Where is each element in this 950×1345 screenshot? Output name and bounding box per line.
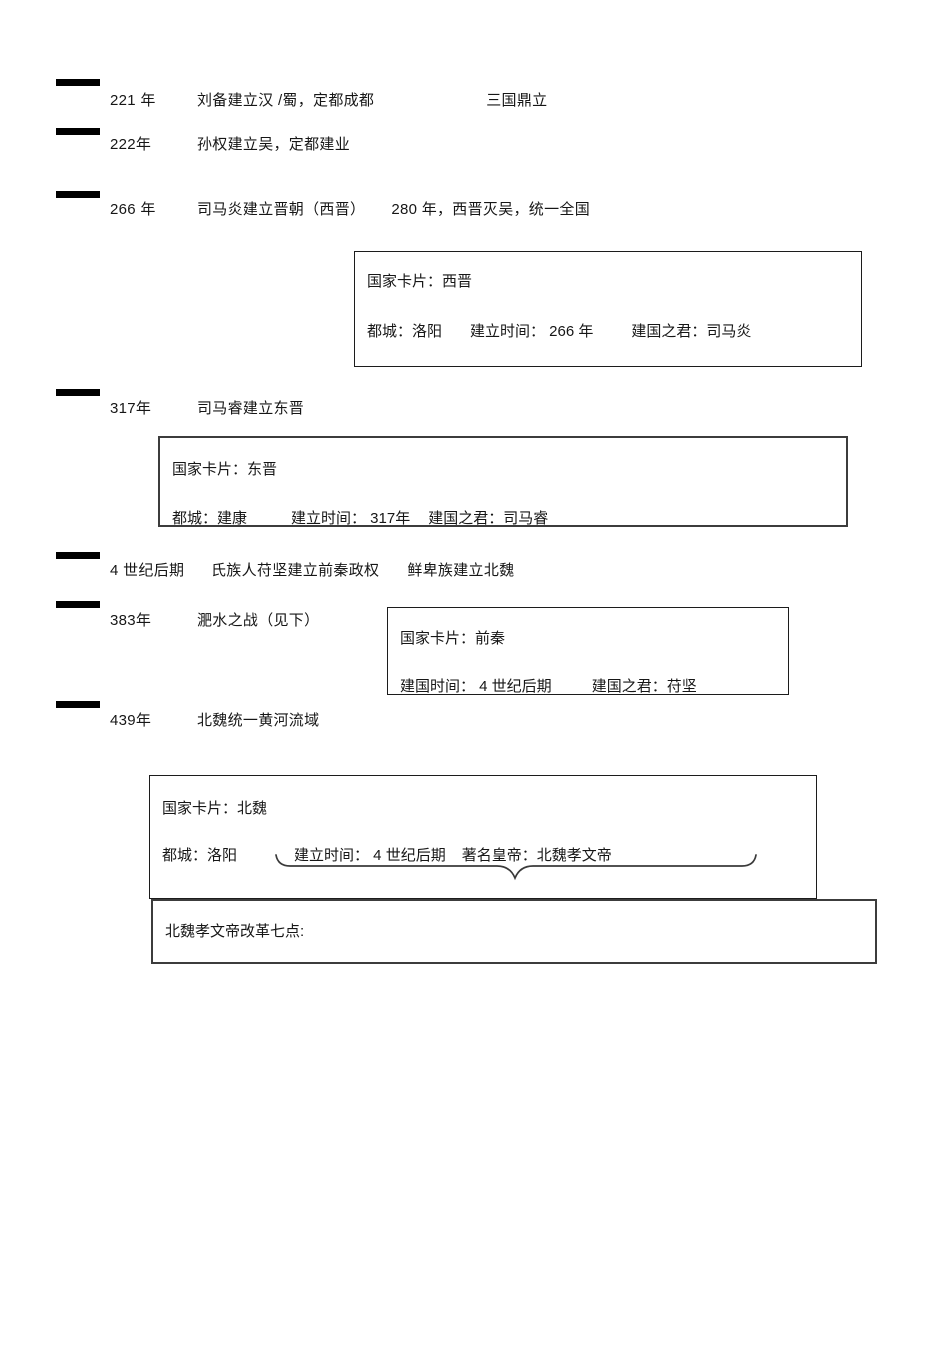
list-bullet-marker — [56, 191, 100, 198]
timeline-event: 淝水之战（见下） — [197, 612, 320, 629]
reform-note-box: 北魏孝文帝改革七点: — [151, 899, 877, 964]
country-card-northern-wei: 国家卡片：北魏 都城：洛阳 建立时间： 4 世纪后期著名皇帝：北魏孝文帝 — [149, 775, 817, 899]
list-bullet-marker — [56, 701, 100, 708]
country-card-former-qin: 国家卡片：前秦 建国时间： 4 世纪后期 建国之君：苻坚 — [387, 607, 789, 695]
timeline-row: 383年 淝水之战（见下） — [110, 611, 319, 630]
timeline-year: 266 年 — [110, 201, 156, 218]
timeline-year: 439年 — [110, 712, 152, 729]
reform-note-title: 北魏孝文帝改革七点: — [165, 923, 305, 940]
timeline-note: 鲜卑族建立北魏 — [407, 562, 515, 579]
timeline-year: 222年 — [110, 136, 152, 153]
card-title: 国家卡片：西晋 — [367, 273, 473, 290]
card-founder: 建国之君：司马炎 — [631, 323, 752, 340]
card-founded: 建立时间： 266 年 — [470, 323, 594, 340]
card-founded: 建立时间： 4 世纪后期 — [294, 847, 446, 864]
timeline-event: 刘备建立汉 /蜀，定都成都 — [197, 92, 375, 109]
timeline-year: 317年 — [110, 400, 152, 417]
list-bullet-marker — [56, 389, 100, 396]
card-founder: 建国之君：司马睿 — [428, 510, 549, 527]
card-founded: 建立时间： 317年 — [291, 510, 411, 527]
timeline-row: 317年 司马睿建立东晋 — [110, 399, 304, 418]
timeline-row: 222年 孙权建立吴，定都建业 — [110, 135, 350, 154]
card-capital: 都城：洛阳 — [367, 323, 443, 340]
list-bullet-marker — [56, 552, 100, 559]
timeline-note: 三国鼎立 — [486, 92, 548, 109]
timeline-row: 439年 北魏统一黄河流域 — [110, 711, 319, 730]
card-detail-line: 建国时间： 4 世纪后期 建国之君：苻坚 — [400, 677, 697, 696]
list-bullet-marker — [56, 128, 100, 135]
list-bullet-marker — [56, 79, 100, 86]
list-bullet-marker — [56, 601, 100, 608]
timeline-year: 4 世纪后期 — [110, 562, 185, 579]
card-detail-line: 都城：洛阳 建立时间： 4 世纪后期著名皇帝：北魏孝文帝 — [162, 846, 612, 865]
card-detail-line: 都城：建康 建立时间： 317年建国之君：司马睿 — [172, 509, 548, 528]
timeline-row: 4 世纪后期 氏族人苻坚建立前秦政权 鲜卑族建立北魏 — [110, 561, 514, 580]
timeline-row: 221 年 刘备建立汉 /蜀，定都成都 三国鼎立 — [110, 91, 547, 110]
card-founded: 建国时间： 4 世纪后期 — [400, 678, 552, 695]
card-emperor: 著名皇帝：北魏孝文帝 — [461, 847, 612, 864]
timeline-note: 280 年，西晋灭吴，统一全国 — [391, 201, 591, 218]
card-title: 国家卡片：北魏 — [162, 800, 268, 817]
timeline-event: 司马炎建立晋朝（西晋） — [197, 201, 366, 218]
card-title: 国家卡片：前秦 — [400, 630, 506, 647]
timeline-year: 221 年 — [110, 92, 156, 109]
card-founder: 建国之君：苻坚 — [591, 678, 697, 695]
country-card-western-jin: 国家卡片：西晋 都城：洛阳 建立时间： 266 年 建国之君：司马炎 — [354, 251, 862, 367]
country-card-eastern-jin: 国家卡片：东晋 都城：建康 建立时间： 317年建国之君：司马睿 — [158, 436, 848, 527]
timeline-year: 383年 — [110, 612, 152, 629]
timeline-event: 氏族人苻坚建立前秦政权 — [211, 562, 380, 579]
timeline-event: 孙权建立吴，定都建业 — [197, 136, 351, 153]
card-title: 国家卡片：东晋 — [172, 461, 278, 478]
card-detail-line: 都城：洛阳 建立时间： 266 年 建国之君：司马炎 — [367, 322, 751, 341]
timeline-row: 266 年 司马炎建立晋朝（西晋） 280 年，西晋灭吴，统一全国 — [110, 200, 590, 219]
card-capital: 都城：建康 — [172, 510, 248, 527]
card-capital: 都城：洛阳 — [162, 847, 238, 864]
timeline-event: 北魏统一黄河流域 — [197, 712, 320, 729]
timeline-event: 司马睿建立东晋 — [197, 400, 305, 417]
